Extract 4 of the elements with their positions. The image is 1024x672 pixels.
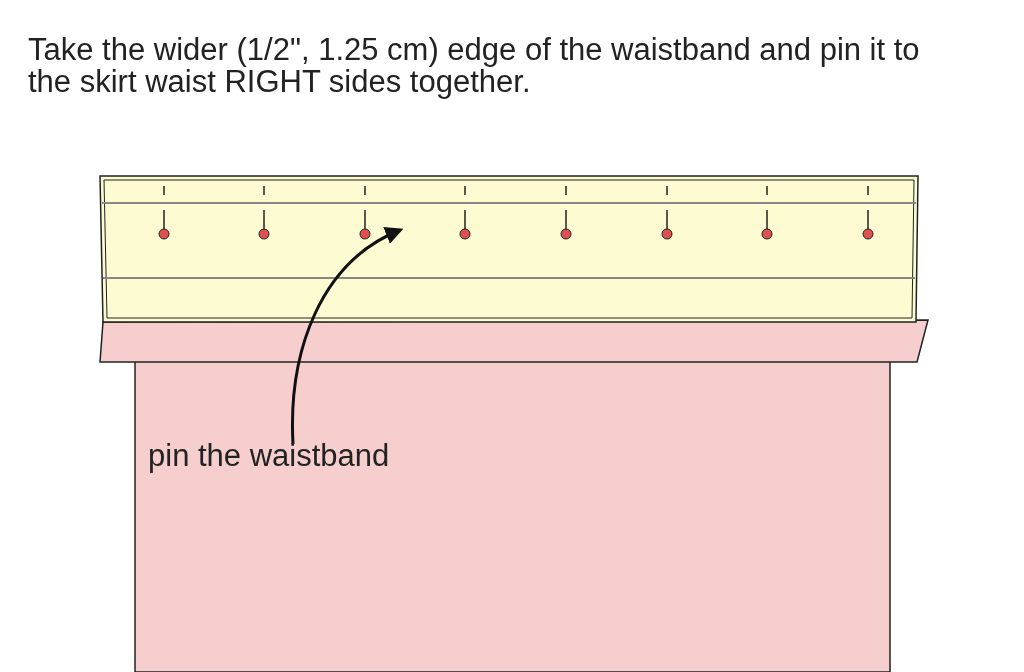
waistband-drawing xyxy=(99,175,919,323)
callout-text: pin the waistband xyxy=(148,438,390,474)
instruction-text: Take the wider (1/2", 1.25 cm) edge of the waistband and pin it to the skirt waist RIGHT sides together. xyxy=(28,34,921,98)
leader-line xyxy=(291,228,404,445)
